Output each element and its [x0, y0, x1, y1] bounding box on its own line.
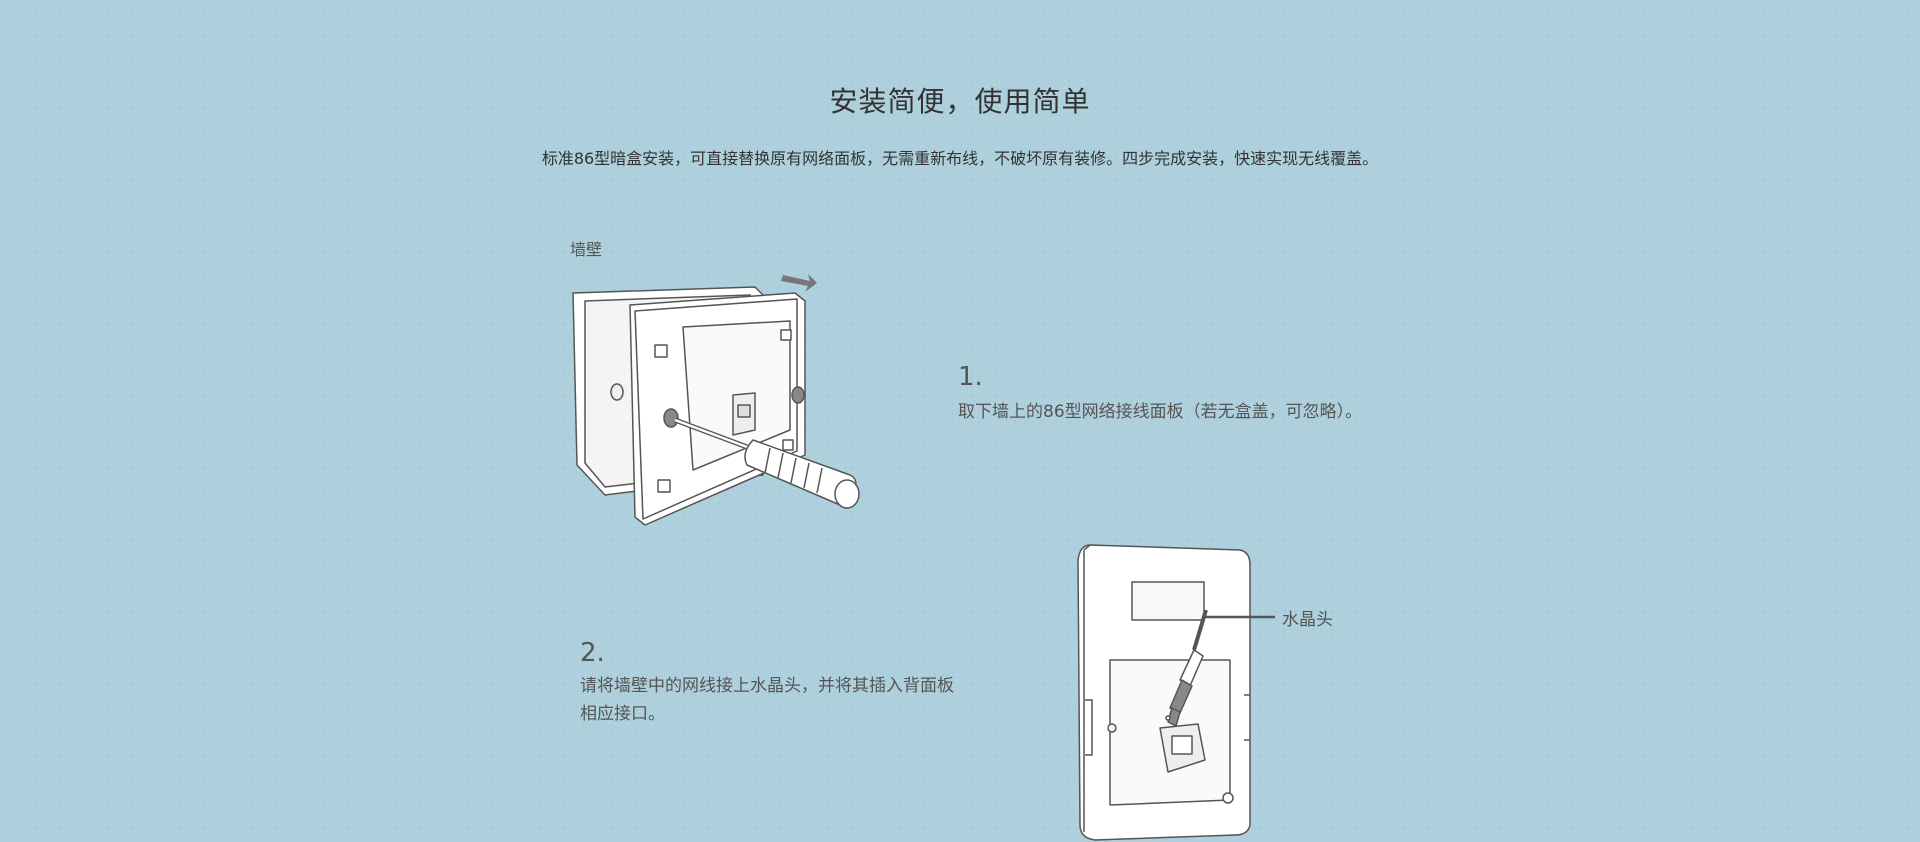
- connector-label: 水晶头: [1282, 610, 1333, 630]
- step-1-text: 取下墙上的86型网络接线面板（若无盒盖，可忽略）。: [958, 402, 1363, 422]
- step-1-number: 1.: [958, 362, 983, 392]
- page-subtitle: 标准86型暗盒安装，可直接替换原有网络面板，无需重新布线，不破坏原有装修。四步完…: [541, 149, 1379, 168]
- step-2-number: 2.: [580, 638, 605, 668]
- wall-plate-illustration: [572, 274, 860, 526]
- step-2-text: 请将墙壁中的网线接上水晶头，并将其插入背面板相应接口。: [580, 676, 954, 724]
- back-panel-illustration: [1077, 544, 1275, 841]
- page-title: 安装简便，使用简单: [829, 85, 1091, 118]
- wall-label: 墙壁: [570, 240, 603, 259]
